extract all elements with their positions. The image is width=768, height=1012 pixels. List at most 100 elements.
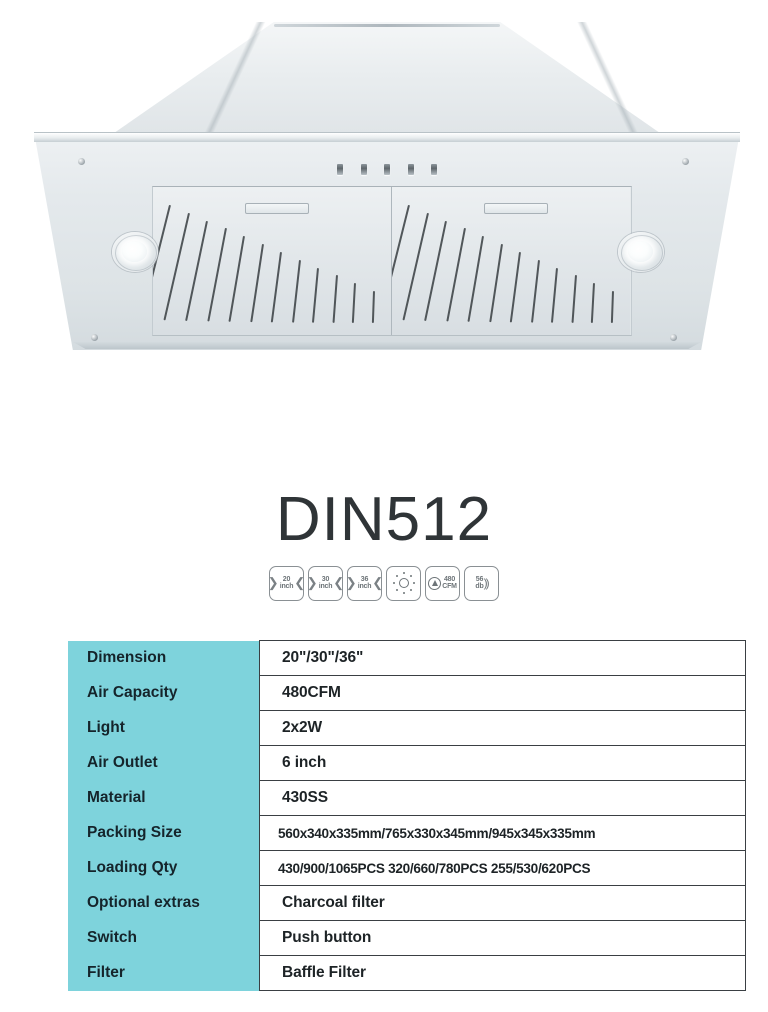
- badge-label-line2: db: [475, 583, 484, 590]
- arrow-left-glyph: ❯: [306, 575, 318, 590]
- halogen-light-right: [618, 232, 664, 272]
- push-button: [337, 163, 343, 175]
- badge-label-line2: inch: [318, 583, 333, 590]
- filter-slot: [228, 236, 245, 322]
- arrow-left-glyph: ❯: [345, 575, 357, 590]
- spec-label: Light: [68, 710, 260, 746]
- sun-ray: [395, 575, 398, 577]
- filter-slot: [467, 236, 484, 322]
- filter-slot: [509, 251, 521, 323]
- spec-value: 20"/30"/36": [259, 640, 746, 676]
- spec-value: 560x340x335mm/765x330x345mm/945x345x335m…: [259, 815, 746, 851]
- push-button-panel: [337, 162, 437, 176]
- push-button: [407, 163, 414, 175]
- push-button: [431, 163, 437, 175]
- filter-slot: [571, 275, 577, 323]
- filter-slot: [610, 290, 614, 324]
- fan-icon: [428, 576, 442, 590]
- filter-slot: [530, 259, 540, 323]
- spec-label: Loading Qty: [68, 850, 260, 886]
- hood-canopy-top-seam: [274, 24, 500, 27]
- spec-label: Air Capacity: [68, 675, 260, 711]
- badge-label-line2: inch: [357, 583, 372, 590]
- filter-slot: [401, 212, 429, 321]
- spec-value: 2x2W: [259, 710, 746, 746]
- filter-slot: [291, 259, 301, 323]
- filter-handle: [245, 203, 309, 214]
- filter-slot: [185, 220, 208, 322]
- sun-ray: [409, 575, 412, 577]
- light-ring: [621, 235, 663, 271]
- screw-icon: [670, 334, 677, 341]
- sun-core: [398, 578, 409, 588]
- spec-value: Charcoal filter: [259, 885, 746, 921]
- light-bulb: [628, 241, 653, 262]
- product-image: [0, 0, 768, 470]
- sun-light-icon: [392, 572, 415, 594]
- filter-slot: [206, 228, 227, 322]
- sun-ray: [402, 572, 405, 574]
- baffle-filter-panel-right: [392, 187, 630, 335]
- filter-slot: [162, 212, 190, 321]
- baffle-filter-housing: [152, 186, 632, 336]
- filter-slot: [550, 267, 558, 323]
- spec-value: Push button: [259, 920, 746, 956]
- hood-canopy-left-rim: [104, 22, 294, 140]
- spec-value: 480CFM: [259, 675, 746, 711]
- badge-label-line2: CFM: [442, 583, 457, 590]
- spec-value: Baffle Filter: [259, 955, 746, 991]
- badge-light: [386, 565, 421, 601]
- spec-label: Air Outlet: [68, 745, 260, 781]
- spec-label: Packing Size: [68, 815, 260, 851]
- filter-slot: [249, 243, 264, 323]
- sun-ray: [392, 582, 395, 584]
- spec-value: 430/900/1065PCS 320/660/780PCS 255/530/6…: [259, 850, 746, 886]
- spec-value: 6 inch: [259, 745, 746, 781]
- page-title: DIN512: [275, 485, 493, 554]
- filter-slot: [590, 283, 595, 323]
- arrow-right-glyph: ❮: [372, 575, 384, 590]
- filter-slot: [270, 251, 282, 323]
- sun-ray: [409, 589, 412, 591]
- filter-slot: [311, 267, 319, 323]
- filter-slot: [445, 228, 466, 322]
- hood-bottom-edge-band: [73, 342, 701, 349]
- sun-ray: [412, 582, 415, 584]
- badge-label-line1: 30: [321, 575, 330, 583]
- spec-label: Material: [68, 780, 260, 816]
- filter-slot: [332, 275, 338, 323]
- arrow-right-glyph: ❮: [333, 575, 345, 590]
- range-hood-illustration: [34, 22, 740, 352]
- light-ring: [115, 235, 157, 271]
- light-bulb: [122, 241, 147, 262]
- screw-icon: [682, 158, 689, 165]
- sound-waves-icon: )): [483, 576, 490, 590]
- hood-canopy-right-rim: [480, 22, 670, 140]
- filter-slot: [488, 243, 503, 323]
- spec-label: Optional extras: [68, 885, 260, 921]
- screw-icon: [78, 158, 85, 165]
- push-button: [384, 163, 390, 175]
- filter-slot: [424, 220, 447, 322]
- arrow-left-glyph: ❯: [267, 575, 279, 590]
